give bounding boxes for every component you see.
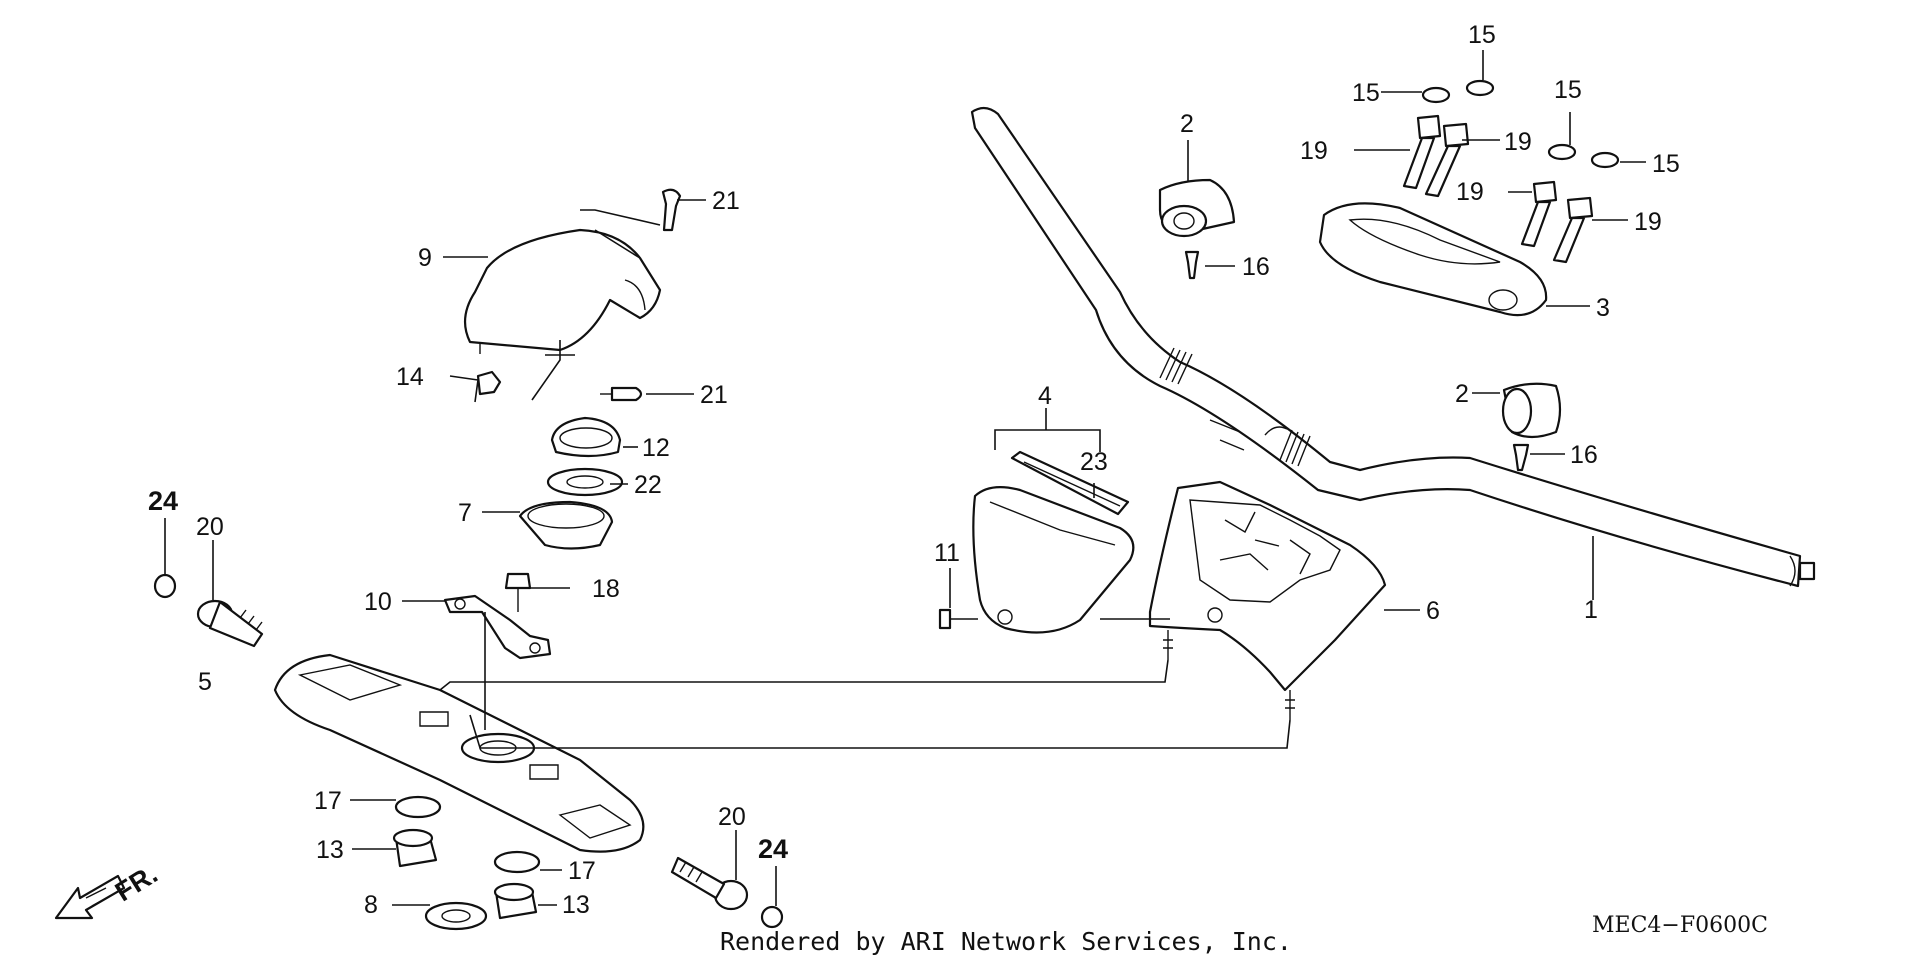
part-21-screw-upper[interactable] (661, 188, 682, 232)
part-13-nut-right[interactable] (493, 882, 538, 920)
part-2-bar-end-weight-upper[interactable] (1158, 178, 1236, 238)
callout-9[interactable]: 9 (418, 244, 432, 272)
callout-7[interactable]: 7 (458, 499, 472, 527)
part-16-screw-lower[interactable] (1512, 443, 1530, 472)
callout-6[interactable]: 6 (1426, 597, 1440, 625)
callout-17-left[interactable]: 17 (314, 787, 342, 815)
callout-20-left[interactable]: 20 (196, 513, 224, 541)
callout-15-c[interactable]: 15 (1554, 76, 1582, 104)
part-13-nut-left[interactable] (392, 828, 438, 868)
callout-19-a[interactable]: 19 (1300, 137, 1328, 165)
callout-labels: 1 2 2 3 4 5 6 7 8 9 10 11 12 13 13 14 15… (148, 21, 1680, 919)
part-5-lower-holder[interactable] (273, 653, 645, 853)
callout-17-right[interactable]: 17 (568, 857, 596, 885)
part-14-clip[interactable] (476, 370, 502, 396)
part-24-nut-right[interactable] (760, 905, 784, 929)
render-credit: Rendered by ARI Network Services, Inc. (720, 927, 1292, 956)
part-20-bolt-left[interactable] (196, 599, 264, 648)
part-8-washer[interactable] (424, 901, 488, 931)
callout-4[interactable]: 4 (1038, 382, 1052, 410)
callout-14[interactable]: 14 (396, 363, 424, 391)
callout-24-right[interactable]: 24 (758, 834, 788, 864)
callout-1[interactable]: 1 (1584, 596, 1598, 624)
part-10-bracket[interactable] (443, 594, 552, 660)
part-9-handlebar-cover[interactable] (463, 228, 662, 356)
part-15-caps[interactable] (1421, 79, 1620, 169)
callout-21-lower[interactable]: 21 (700, 381, 728, 409)
front-arrow-icon (54, 874, 126, 920)
callout-18[interactable]: 18 (592, 575, 620, 603)
part-11-screw[interactable] (938, 608, 978, 630)
front-direction-label: FR. (110, 859, 163, 907)
callout-5[interactable]: 5 (198, 668, 212, 696)
callout-19-c[interactable]: 19 (1456, 178, 1484, 206)
callout-22[interactable]: 22 (634, 471, 662, 499)
callout-12[interactable]: 12 (642, 434, 670, 462)
part-2-bar-end-weight-lower[interactable] (1501, 382, 1562, 439)
part-18-bolt[interactable] (504, 572, 532, 612)
part-17-washer-right[interactable] (493, 850, 541, 874)
part-1-handlebar[interactable] (970, 106, 1816, 588)
callout-16-lower[interactable]: 16 (1570, 441, 1598, 469)
callout-2-upper[interactable]: 2 (1180, 110, 1194, 138)
part-12-cap[interactable] (550, 416, 622, 458)
callout-24-left[interactable]: 24 (148, 486, 178, 516)
callout-20-right[interactable]: 20 (718, 803, 746, 831)
part-7-rubber-mount[interactable] (518, 500, 614, 550)
callout-21-upper[interactable]: 21 (712, 187, 740, 215)
part-24-nut-left[interactable] (153, 573, 177, 599)
callout-13-right[interactable]: 13 (562, 891, 590, 919)
callout-8[interactable]: 8 (364, 891, 378, 919)
diagram-code: MEC4−F0600C (1592, 913, 1768, 938)
part-19-bolts[interactable] (1402, 114, 1594, 264)
callout-16-upper[interactable]: 16 (1242, 253, 1270, 281)
callout-19-b[interactable]: 19 (1504, 128, 1532, 156)
callout-10[interactable]: 10 (364, 588, 392, 616)
part-4-meter-cover[interactable] (972, 485, 1135, 634)
part-23-rubber-strip[interactable] (1010, 450, 1130, 516)
front-direction-indicator: FR. (54, 859, 163, 920)
part-17-washer-left[interactable] (394, 795, 442, 819)
part-21-screw-lower[interactable] (600, 386, 643, 402)
leader-lines (164, 50, 1646, 906)
callout-15-a[interactable]: 15 (1352, 79, 1380, 107)
callout-23[interactable]: 23 (1080, 448, 1108, 476)
part-20-bolt-right[interactable] (670, 856, 749, 911)
callout-3[interactable]: 3 (1596, 294, 1610, 322)
part-3-upper-holder[interactable] (1318, 202, 1548, 317)
callout-19-d[interactable]: 19 (1634, 208, 1662, 236)
part-16-screw-upper[interactable] (1184, 250, 1200, 280)
part-22-washer[interactable] (546, 467, 624, 497)
callout-2-lower[interactable]: 2 (1455, 380, 1469, 408)
callout-13-left[interactable]: 13 (316, 836, 344, 864)
callout-15-b[interactable]: 15 (1468, 21, 1496, 49)
part-6-meter-bracket[interactable] (1148, 480, 1387, 720)
callout-15-d[interactable]: 15 (1652, 150, 1680, 178)
callout-11[interactable]: 11 (934, 539, 960, 567)
